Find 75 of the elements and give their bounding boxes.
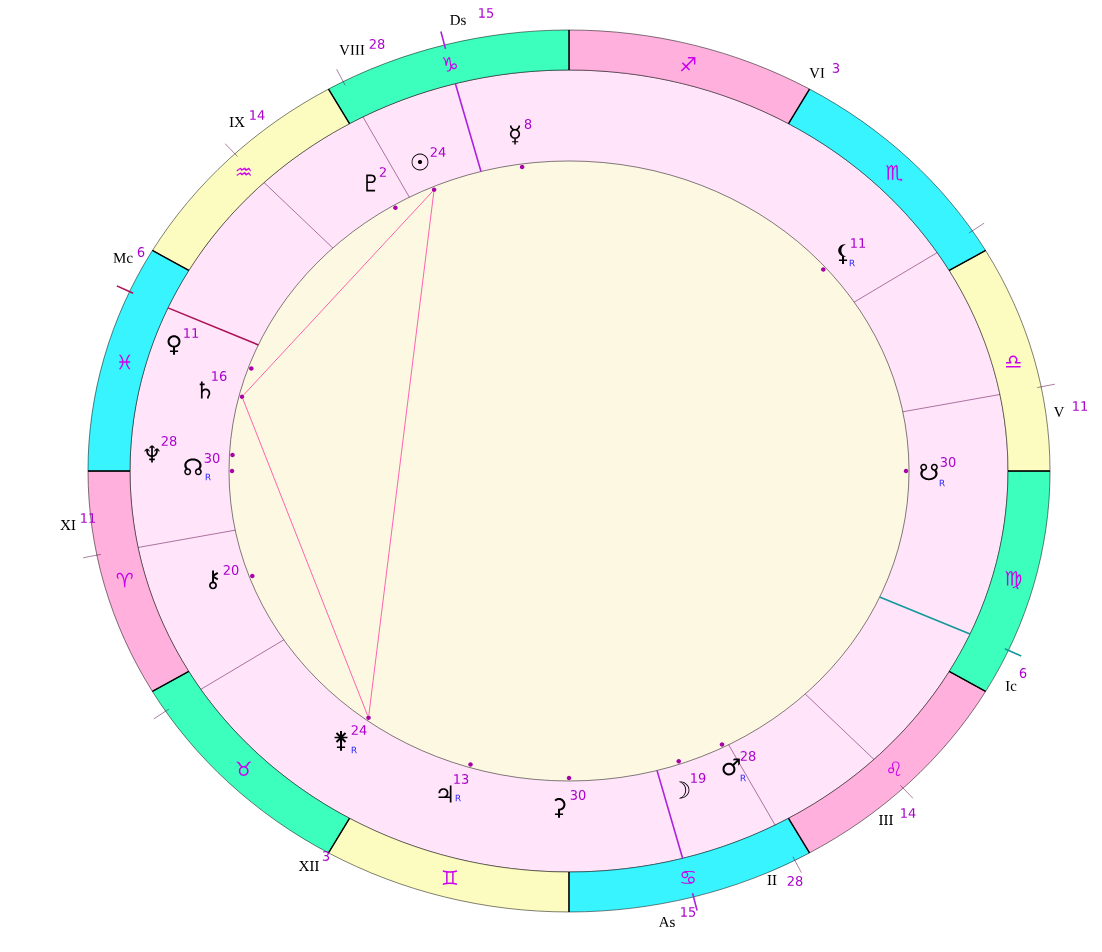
planet-glyph: ⚸ xyxy=(838,244,848,264)
sign-glyph: ♍ xyxy=(1005,570,1022,590)
aspect-line xyxy=(368,191,435,716)
planet-glyph: ♆ xyxy=(144,445,160,463)
degree-label: 2 xyxy=(379,167,386,177)
sign-glyph: ♐ xyxy=(680,57,696,72)
sign-glyph: ♊ xyxy=(442,870,457,885)
degree-label: 6 xyxy=(1019,668,1027,678)
degree-label: 15 xyxy=(479,8,494,18)
planet-glyph: ⚳ xyxy=(554,798,566,818)
house-label: XI xyxy=(60,520,76,530)
retrograde-mark: R xyxy=(455,794,461,802)
degree-label: 24 xyxy=(351,725,367,735)
planet-glyph: ♃ xyxy=(438,785,452,803)
retrograde-mark: R xyxy=(351,746,357,754)
degree-label: 28 xyxy=(740,751,756,761)
house-label: VI xyxy=(809,67,825,78)
house-label: Ic xyxy=(1005,681,1017,691)
sign-glyph: ♓ xyxy=(118,354,131,370)
sign-glyph: ♏ xyxy=(886,165,903,182)
house-label: III xyxy=(879,815,893,825)
house-label: Ds xyxy=(450,15,466,25)
planet-glyph: ☋ xyxy=(920,463,938,481)
sign-glyph: ♎ xyxy=(1006,355,1021,368)
house-label: II xyxy=(767,875,777,885)
degree-label: 30 xyxy=(570,790,586,800)
retrograde-mark: R xyxy=(205,473,211,481)
planet-glyph: ♀ xyxy=(167,335,181,355)
planet-glyph: ♄ xyxy=(199,381,211,399)
planet-glyph: ♇ xyxy=(366,174,376,192)
degree-label: 30 xyxy=(204,453,220,463)
planet-glyph: ⚷ xyxy=(209,570,219,590)
sign-glyph: ♌ xyxy=(888,761,901,776)
degree-label: 14 xyxy=(250,110,265,120)
planet-glyph: ♂ xyxy=(722,758,740,776)
house-label: V xyxy=(1053,406,1065,417)
retrograde-mark: R xyxy=(849,259,855,267)
degree-label: 11 xyxy=(1073,401,1088,411)
degree-label: 3 xyxy=(832,63,840,73)
degree-label: 11 xyxy=(851,238,866,248)
degree-label: 16 xyxy=(212,371,227,381)
planet-glyph: ⚵ xyxy=(334,731,348,751)
sign-glyph: ♋ xyxy=(681,870,695,884)
degree-label: 28 xyxy=(161,436,177,446)
degree-label: 11 xyxy=(184,328,199,338)
degree-label: 6 xyxy=(137,247,145,257)
degree-label: 24 xyxy=(430,147,446,157)
degree-label: 11 xyxy=(81,513,96,523)
house-label: XII xyxy=(298,861,319,871)
degree-label: 14 xyxy=(901,808,916,818)
retrograde-mark: R xyxy=(740,774,746,782)
planet-glyph: ☿ xyxy=(509,125,521,145)
degree-label: 20 xyxy=(223,565,239,575)
degree-label: 19 xyxy=(691,773,706,783)
aspect-line xyxy=(243,191,433,396)
house-label: VIII xyxy=(339,44,365,55)
planet-glyph: ☽ xyxy=(678,781,690,799)
aspect-line xyxy=(242,398,368,716)
planet-glyph: ☉ xyxy=(411,153,429,171)
degree-label: 3 xyxy=(322,851,330,861)
retrograde-mark: R xyxy=(939,479,945,487)
degree-label: 8 xyxy=(524,119,532,129)
house-label: As xyxy=(658,916,675,927)
house-label: Mc xyxy=(113,253,133,263)
degree-label: 15 xyxy=(681,907,696,917)
degree-label: 30 xyxy=(940,457,956,467)
planet-glyph: ☊ xyxy=(184,458,202,476)
sign-glyph: ♒ xyxy=(236,167,251,176)
degree-label: 13 xyxy=(454,774,469,784)
sign-glyph: ♑ xyxy=(442,57,457,72)
sign-glyph: ♈ xyxy=(116,572,133,588)
house-label: IX xyxy=(229,117,245,127)
degree-label: 28 xyxy=(787,876,803,886)
degree-label: 28 xyxy=(369,39,385,49)
sign-glyph: ♉ xyxy=(236,761,251,776)
